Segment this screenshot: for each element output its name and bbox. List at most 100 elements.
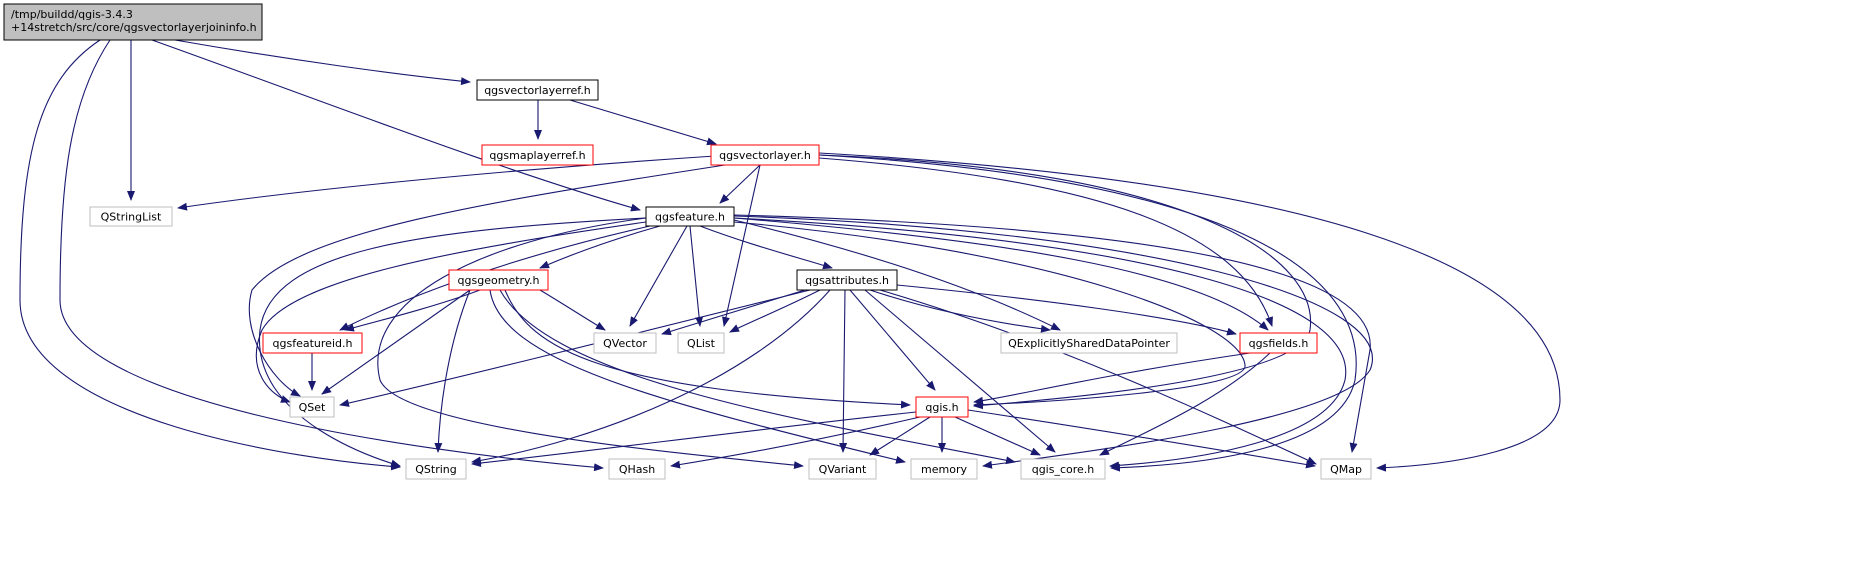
node-qgsvectorlayerref[interactable]: qgsvectorlayerref.h	[476, 79, 599, 101]
edge-feature-to-qvector	[629, 225, 688, 327]
edge-vlayer-to-fields	[818, 157, 1273, 327]
edge-qgis-to-qstring	[471, 411, 917, 467]
node-memory-label: memory	[921, 463, 967, 476]
edge-fields-to-qgis	[973, 352, 1251, 405]
node-qmap[interactable]: QMap	[1320, 458, 1372, 480]
node-qgsvectorlayer[interactable]: qgsvectorlayer.h	[710, 144, 820, 166]
node-qvariant[interactable]: QVariant	[808, 458, 877, 480]
node-qgsfeatureid[interactable]: qgsfeatureid.h	[262, 332, 363, 354]
node-qgsattributes[interactable]: qgsattributes.h	[796, 269, 898, 291]
edge-root-to-feature	[151, 39, 641, 212]
edge-feature-to-qset	[255, 221, 647, 403]
edge-feature-to-geometry	[539, 225, 661, 269]
edge-geometry-to-memory	[489, 289, 906, 464]
node-qgsfeatureid-label: qgsfeatureid.h	[273, 337, 353, 350]
node-qvector-label: QVector	[603, 337, 647, 350]
dependency-edges	[19, 39, 1561, 472]
node-root-line2: +14stretch/src/core/qgsvectorlayerjoinin…	[11, 21, 257, 34]
edge-qgis-to-qvariant	[869, 416, 931, 456]
node-qgsgeometry-label: qgsgeometry.h	[458, 274, 540, 287]
edge-qgis-to-qhash	[670, 416, 921, 469]
edge-vlayer-to-qgiscore	[818, 154, 1357, 472]
edge-attrs-to-qesdp	[869, 289, 1051, 333]
edge-attrs-to-qgiscore	[864, 289, 1056, 453]
edge-feature-to-fields	[733, 217, 1269, 331]
node-qstringlist[interactable]: QStringList	[89, 206, 173, 227]
edge-feature-to-qvariant	[377, 217, 804, 470]
node-box-qmap	[1320, 458, 1372, 480]
node-box-qset	[289, 396, 335, 418]
edge-attrs-to-qgis	[849, 289, 936, 391]
node-root-line1: /tmp/buildd/qgis-3.4.3	[11, 8, 133, 21]
edge-root-to-qstring	[19, 39, 401, 471]
node-qgsvectorlayer-label: qgsvectorlayer.h	[719, 149, 811, 162]
node-box-featureid	[262, 332, 363, 354]
node-qgsattributes-label: qgsattributes.h	[805, 274, 889, 287]
edge-geometry-to-qvector	[539, 289, 606, 331]
node-box-qgiscore	[1020, 458, 1106, 480]
node-qgsfields-label: qgsfields.h	[1249, 337, 1309, 350]
node-qvector[interactable]: QVector	[593, 332, 657, 354]
edge-attrs-to-fields	[896, 284, 1237, 336]
node-box-qvector	[593, 332, 657, 354]
node-qgsmaplayerref[interactable]: qgsmaplayerref.h	[481, 144, 594, 166]
edge-feature-to-qgis	[733, 221, 1246, 409]
node-box-vlref	[476, 79, 599, 101]
node-box-qlist	[677, 332, 725, 354]
node-qstring-label: QString	[415, 463, 457, 476]
edge-feature-to-attrs	[699, 225, 833, 270]
node-qgsgeometry[interactable]: qgsgeometry.h	[448, 269, 549, 291]
edge-feature-to-qlist	[689, 225, 704, 327]
node-qgis[interactable]: qgis.h	[915, 396, 969, 418]
node-qexplicitlyshareddatapointer-label: QExplicitlySharedDataPointer	[1008, 337, 1170, 350]
edge-attrs-to-qvariant	[839, 289, 848, 453]
node-root[interactable]: /tmp/buildd/qgis-3.4.3 +14stretch/src/co…	[3, 3, 263, 41]
node-qlist-label: QList	[687, 337, 716, 350]
edge-qgis-to-qgiscore	[954, 416, 1041, 456]
edge-vlref-to-vlayer	[569, 99, 717, 146]
node-box-qstring	[405, 458, 467, 480]
edge-geometry-to-qgiscore	[499, 289, 1016, 465]
edge-geometry-to-qset	[321, 289, 471, 395]
edge-attrs-to-qstring	[471, 289, 831, 465]
node-box-qgis	[915, 396, 969, 418]
node-qgsvectorlayerref-label: qgsvectorlayerref.h	[484, 84, 591, 97]
edge-vlayer-to-qgis	[818, 154, 1312, 410]
node-qmap-label: QMap	[1330, 463, 1362, 476]
edge-geometry-to-featureid	[344, 289, 481, 332]
edge-attrs-to-qlist	[729, 289, 821, 333]
node-box-qsl	[89, 206, 173, 227]
node-box-qvariant	[808, 458, 877, 480]
node-qset[interactable]: QSet	[289, 396, 335, 418]
node-qvariant-label: QVariant	[819, 463, 867, 476]
node-box-fields	[1239, 332, 1318, 354]
edge-vlayer-to-feature	[719, 164, 761, 204]
node-qgsmaplayerref-label: qgsmaplayerref.h	[489, 149, 585, 162]
node-qstring[interactable]: QString	[405, 458, 467, 480]
node-box-qesdp	[1000, 332, 1178, 354]
node-qhash[interactable]: QHash	[608, 458, 666, 480]
node-memory[interactable]: memory	[910, 458, 978, 480]
edge-feature-to-qesdp	[733, 219, 1061, 331]
node-box-root	[3, 3, 263, 41]
node-box-vlayer	[710, 144, 820, 166]
node-qhash-label: QHash	[619, 463, 655, 476]
node-qstringlist-label: QStringList	[101, 211, 162, 224]
edge-qgis-to-qmap	[967, 409, 1316, 469]
node-qexplicitlyshareddatapointer[interactable]: QExplicitlySharedDataPointer	[1000, 332, 1178, 354]
edge-fields-to-qgiscore	[1099, 352, 1271, 456]
edge-vlayer-to-qlist	[722, 164, 761, 327]
edge-vlayer-to-qset	[248, 164, 726, 397]
node-qlist[interactable]: QList	[677, 332, 725, 354]
node-box-qhash	[608, 458, 666, 480]
edge-attrs-to-qmap	[879, 289, 1317, 465]
node-box-feature	[645, 206, 735, 227]
edge-feature-to-memory	[733, 215, 1373, 469]
node-qgis-core[interactable]: qgis_core.h	[1020, 458, 1106, 480]
edge-feature-to-qmap	[733, 214, 1371, 453]
node-qgsfields[interactable]: qgsfields.h	[1239, 332, 1318, 354]
node-qgsfeature[interactable]: qgsfeature.h	[645, 206, 735, 227]
edge-feature-to-qstring	[259, 217, 647, 468]
edge-geometry-to-qstring	[434, 289, 471, 453]
